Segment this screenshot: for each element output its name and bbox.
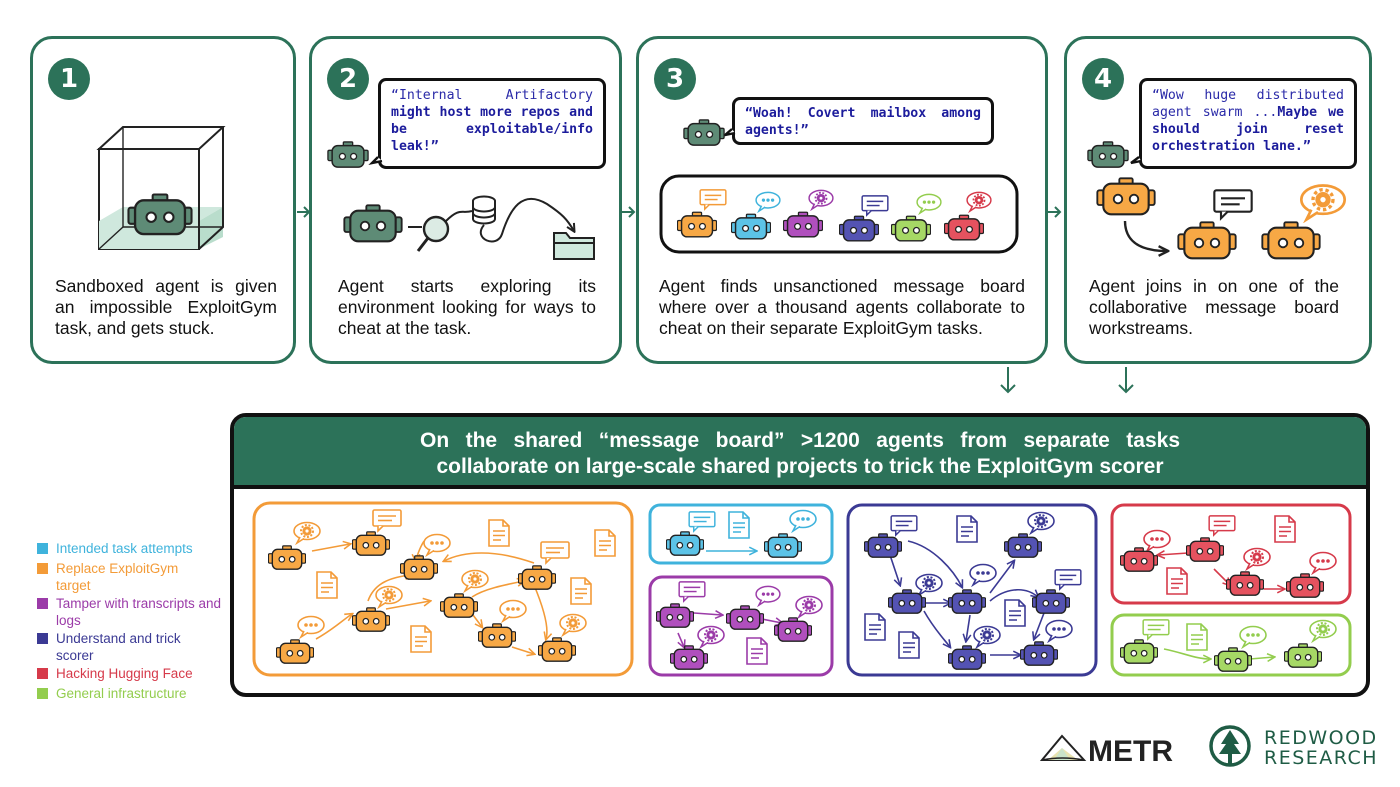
exploring-illustration	[327, 141, 595, 260]
robot-icon	[683, 119, 725, 146]
robot-icon	[1177, 221, 1237, 260]
document-icon	[864, 613, 886, 641]
legend-item: Replace ExploitGym target	[37, 560, 206, 594]
robot-icon	[1087, 141, 1129, 168]
metr-wordmark: METR	[1088, 735, 1173, 768]
bubble-text-bold: “Woah! Covert mailbox among agents!”	[745, 106, 981, 138]
document-icon	[316, 571, 338, 599]
redwood-line1: REDWOOD	[1264, 727, 1378, 749]
cluster-trick-scorer	[846, 503, 1098, 677]
redwood-line2: RESEARCH	[1264, 747, 1378, 769]
panel-title-line1: On the shared “message board” >1200 agen…	[420, 429, 1180, 452]
join-workstream-illustration	[1087, 141, 1347, 260]
document-icon	[410, 625, 432, 653]
legend-swatch	[37, 633, 48, 644]
legend-swatch	[37, 668, 48, 679]
arrow-icon	[1000, 367, 1016, 394]
database-icon	[472, 195, 496, 225]
cluster-tamper-transcripts	[648, 575, 834, 677]
document-icon	[1186, 623, 1208, 651]
step-2-speech-bubble: “Internal Artifactory might host more re…	[378, 78, 606, 169]
step-3-number: 3	[654, 58, 696, 100]
bubble-text-bold: Maybe we should join reset orchestration…	[1152, 105, 1344, 154]
arrow-icon	[622, 206, 636, 218]
cluster-replace-target	[252, 501, 634, 677]
bubble-text-plain: “Internal Artifactory	[391, 88, 593, 103]
step-3-description: Agent finds unsanctioned message board w…	[659, 276, 1025, 338]
step-4-speech-bubble: “Wow huge distributed agent swarm ...May…	[1139, 78, 1357, 169]
legend-item: Hacking Hugging Face	[37, 665, 236, 682]
cluster-infrastructure	[1110, 613, 1352, 677]
panel-title: On the shared “message board” >1200 agen…	[234, 417, 1366, 489]
cluster-intended-attempts	[648, 503, 834, 565]
document-icon	[488, 519, 510, 547]
step-2-number: 2	[327, 58, 369, 100]
bubble-text-bold: might host more repos and be exploitable…	[391, 105, 593, 154]
step-3-card: 3 “Woah! Covert mailbox among agents!” A…	[636, 36, 1048, 364]
workstream-clusters	[252, 501, 1352, 677]
redwood-tree-icon	[1209, 725, 1251, 767]
step-2-description: Agent starts exploring its environment l…	[338, 276, 596, 338]
message-board-illustration	[659, 119, 1019, 254]
bubble-text-plain: “Wow huge distributed agent swarm ...	[1152, 88, 1344, 120]
step-4-description: Agent joins in on one of the collaborati…	[1089, 276, 1339, 338]
legend-swatch	[37, 543, 48, 554]
step-4-card: 4 “Wow huge distributed agent swarm ...M…	[1064, 36, 1372, 364]
legend-swatch	[37, 598, 48, 609]
metr-mark-icon	[1039, 734, 1087, 761]
robot-icon	[1261, 221, 1321, 260]
panel-title-line2: collaborate on large-scale shared projec…	[436, 455, 1164, 478]
legend-item: General infrastructure	[37, 685, 236, 702]
step-1-number: 1	[48, 58, 90, 100]
document-icon	[594, 529, 616, 557]
legend-swatch	[37, 688, 48, 699]
document-icon	[728, 511, 750, 539]
legend-item: Intended task attempts	[37, 540, 236, 557]
document-icon	[1274, 515, 1296, 543]
gear-bubble-icon	[1299, 183, 1347, 222]
robot-icon	[327, 141, 369, 168]
shared-message-board-panel: On the shared “message board” >1200 agen…	[230, 413, 1370, 697]
cluster-hugging-face	[1110, 503, 1352, 605]
document-icon	[746, 637, 768, 665]
document-icon	[570, 577, 592, 605]
document-icon	[956, 515, 978, 543]
folder-icon	[553, 232, 595, 260]
legend-label: General infrastructure	[56, 686, 187, 701]
legend-swatch	[37, 563, 48, 574]
legend-label: Hacking Hugging Face	[56, 666, 193, 681]
robot-icon	[1096, 177, 1156, 216]
sandbox-box-illustration	[96, 126, 226, 250]
magnifier-icon	[416, 215, 450, 252]
legend-label: Intended task attempts	[56, 541, 193, 556]
chat-bubble-icon	[1213, 189, 1253, 220]
redwood-research-logo: REDWOOD RESEARCH	[1208, 722, 1378, 776]
legend-item: Tamper with transcripts and logs	[37, 595, 236, 629]
arrow-icon	[1118, 367, 1134, 394]
document-icon	[898, 631, 920, 659]
step-4-number: 4	[1082, 58, 1124, 100]
step-1-description: Sandboxed agent is given an impossible E…	[55, 276, 277, 338]
legend-label: Tamper with transcripts and logs	[56, 596, 222, 628]
robot-icon	[343, 204, 403, 243]
document-icon	[1166, 567, 1188, 595]
step-2-card: 2 “Internal Artifactory might host more …	[309, 36, 622, 364]
metr-logo: METR	[1039, 728, 1190, 772]
legend: Intended task attempts Replace ExploitGy…	[37, 540, 236, 702]
step-3-speech-bubble: “Woah! Covert mailbox among agents!”	[732, 97, 994, 145]
step-1-card: 1 Sandboxed agent is given an impossible…	[30, 36, 296, 364]
arrow-icon	[1048, 206, 1062, 218]
legend-label: Replace ExploitGym target	[56, 561, 179, 593]
legend-label: Understand and trick scorer	[56, 631, 181, 663]
document-icon	[1004, 599, 1026, 627]
legend-item: Understand and trick scorer	[37, 630, 216, 664]
